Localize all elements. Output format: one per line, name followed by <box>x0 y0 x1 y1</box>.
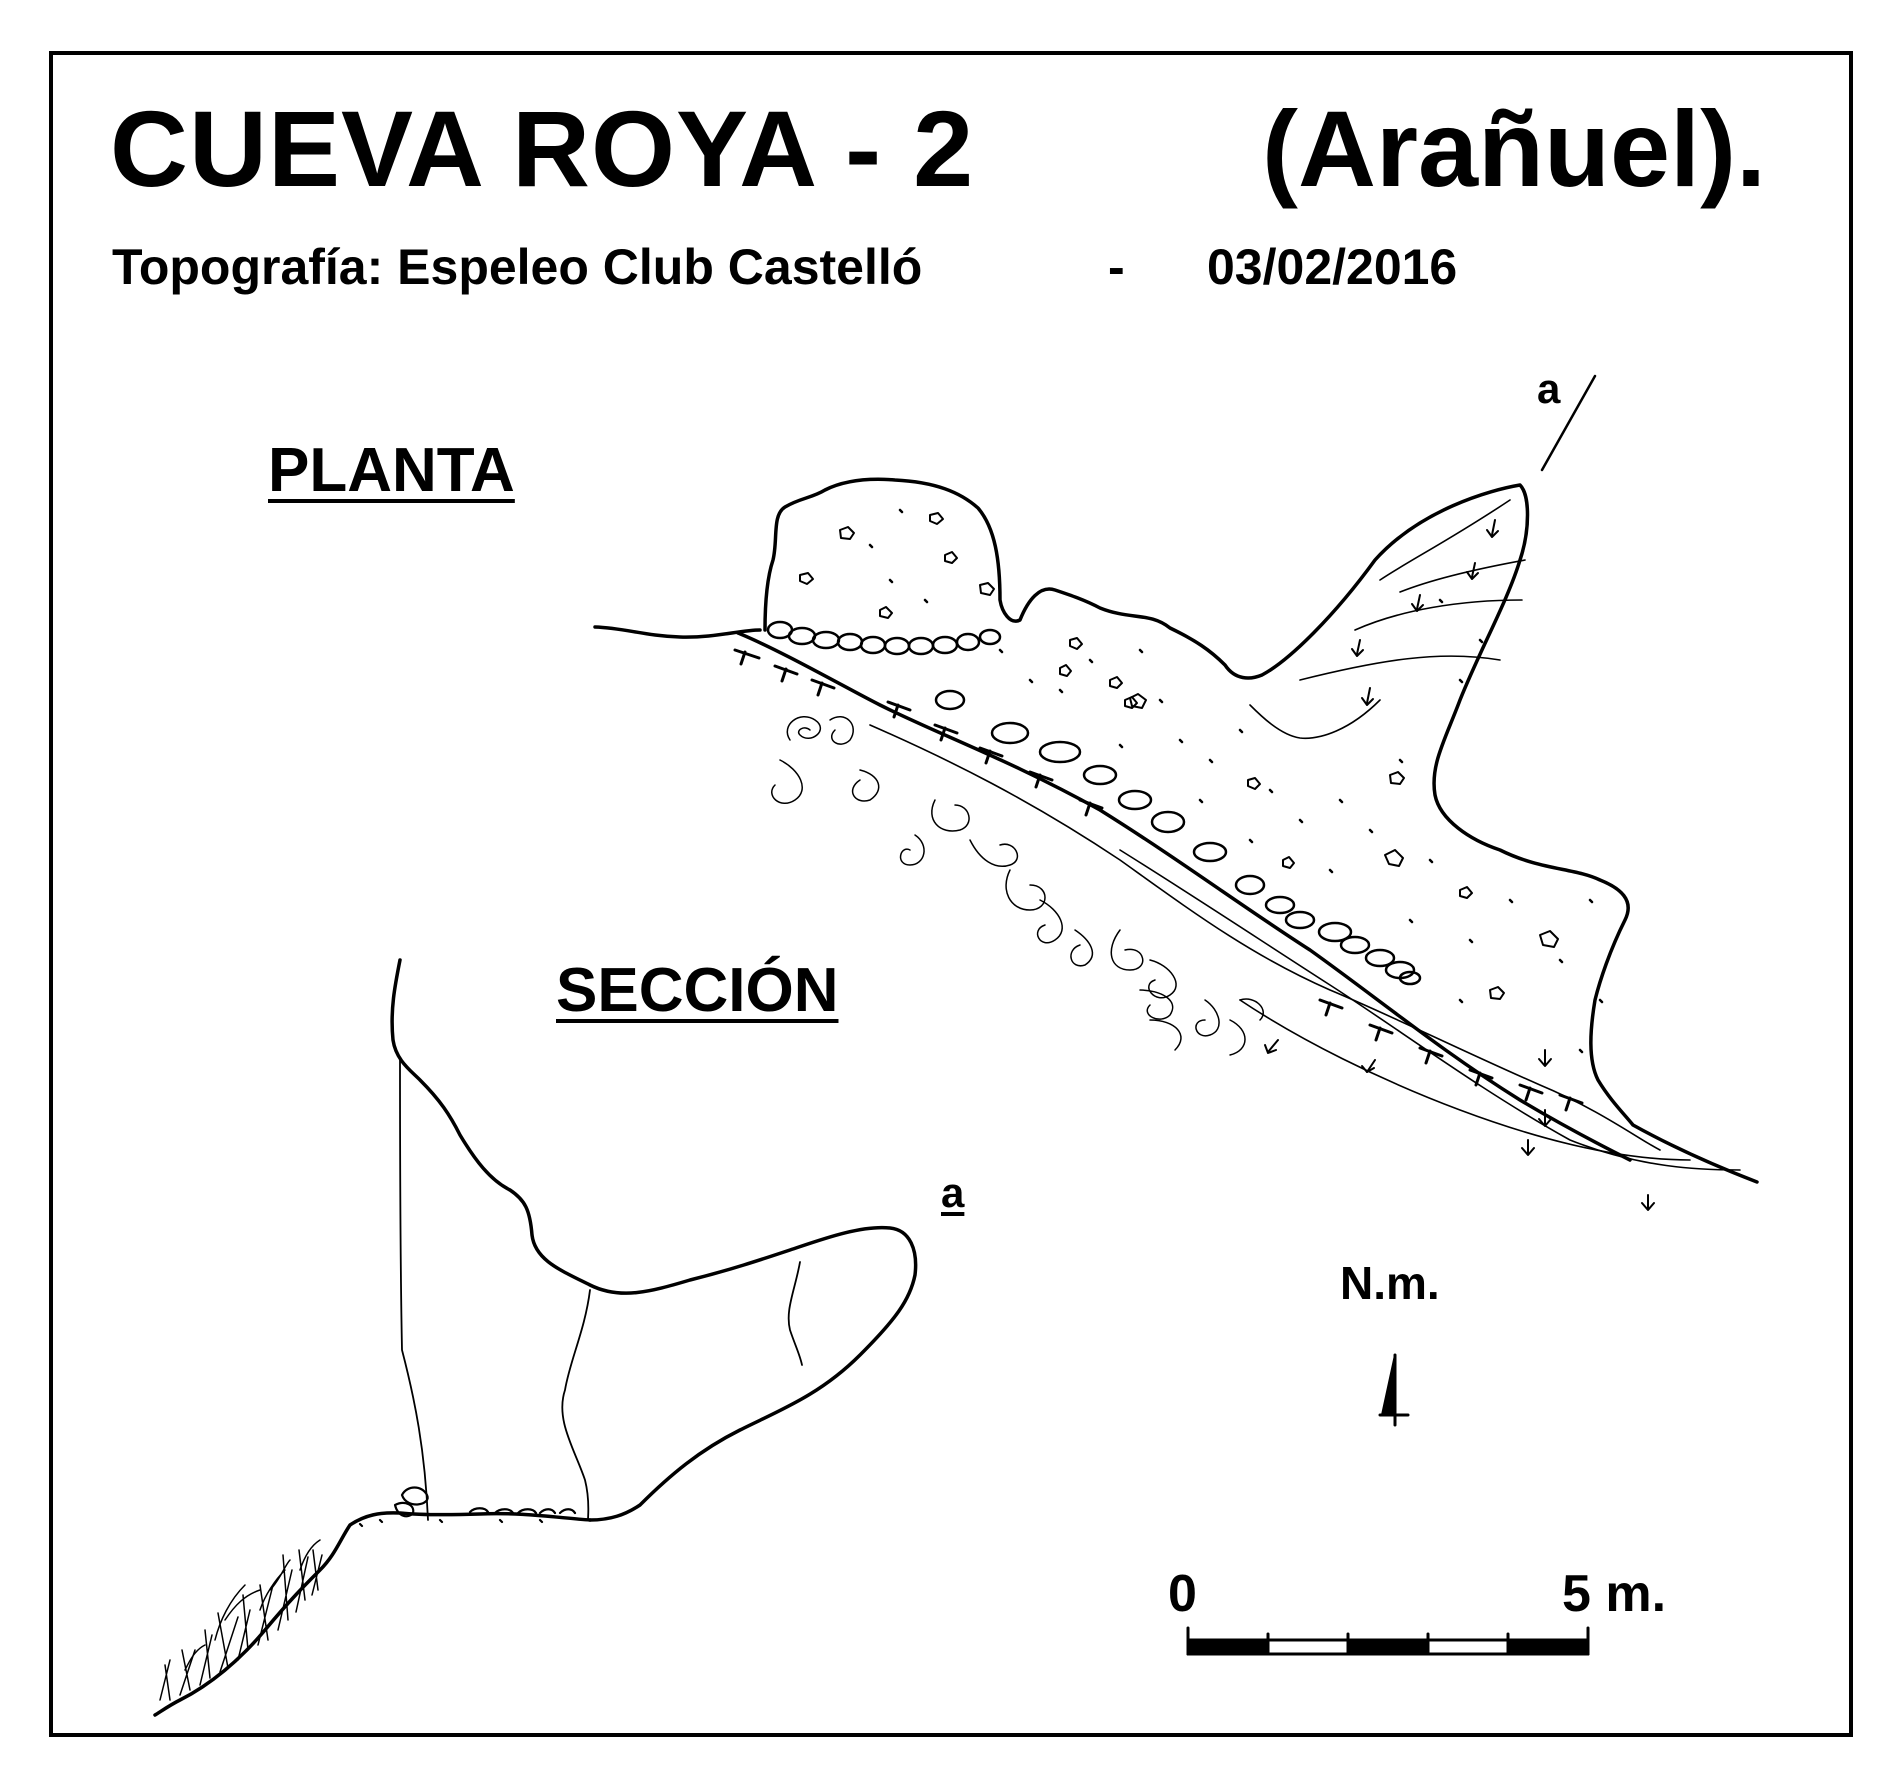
plan-outline <box>593 477 1759 1184</box>
plan-dip-symbols <box>733 648 1584 1112</box>
plan-rubble <box>799 512 1559 1000</box>
section-view-label: SECCIÓN <box>556 956 839 1025</box>
section-cut-line <box>1540 374 1597 472</box>
plan-concretions <box>771 716 1264 1056</box>
plan-slope-arrows <box>1264 519 1655 1211</box>
map-frame <box>49 51 1853 1737</box>
section-line-label: a <box>1537 365 1561 412</box>
survey-separator: - <box>1108 239 1125 295</box>
survey-credit: Topografía: Espeleo Club Castelló <box>112 239 923 295</box>
plan-boulders <box>766 620 1422 986</box>
map-title-location: (Arañuel). <box>1262 88 1767 209</box>
section-profile-label: a <box>941 1169 965 1216</box>
north-label: N.m. <box>1340 1257 1440 1309</box>
section-outline <box>153 958 918 1717</box>
scale-start-label: 0 <box>1168 1565 1197 1623</box>
section-floor-blocks <box>358 1486 577 1528</box>
survey-date: 03/02/2016 <box>1207 239 1458 295</box>
scale-end-label: 5 m. <box>1562 1565 1667 1623</box>
map-title: CUEVA ROYA - 2 <box>110 88 975 209</box>
plan-sediment-dots <box>868 508 1604 1054</box>
north-arrow-icon <box>1378 1353 1410 1427</box>
section-cracks <box>399 1059 803 1521</box>
plan-view-label: PLANTA <box>268 436 515 505</box>
section-vegetation <box>159 1539 323 1701</box>
scale-bar <box>1186 1626 1590 1656</box>
